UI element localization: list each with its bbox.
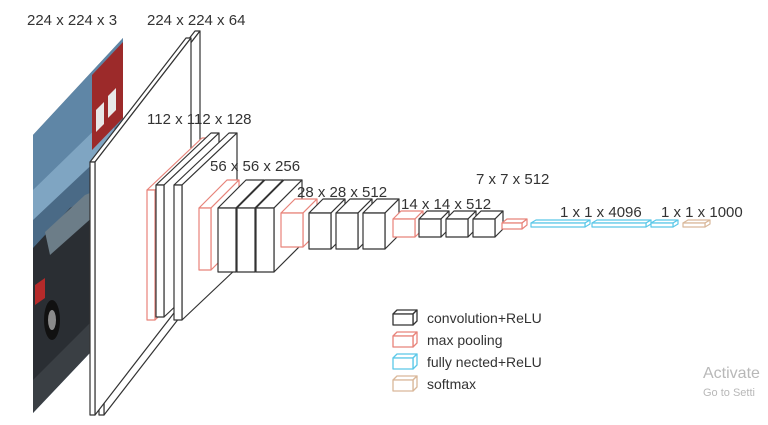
legend-box-fully-connected	[392, 353, 418, 370]
activate-watermark: Activate	[703, 365, 760, 382]
legend-box-convolution	[392, 309, 418, 326]
conv1-block-b	[89, 37, 192, 416]
softmax-block	[682, 219, 711, 228]
legend-label-max-pooling: max pooling	[427, 332, 503, 348]
conv5-block-c	[472, 210, 504, 238]
fc2-block	[591, 219, 652, 228]
legend-label-convolution: convolution+ReLU	[427, 310, 542, 326]
fc-dimension-label: 1 x 1 x 4096	[560, 204, 642, 221]
conv5-block-a	[418, 210, 450, 238]
conv1-dimension-label: 224 x 224 x 64	[147, 12, 246, 29]
legend-box-max-pooling	[392, 331, 418, 348]
fc3-block	[650, 219, 679, 228]
pool5-block	[501, 218, 528, 230]
softmax-dimension-label: 1 x 1 x 1000	[661, 204, 743, 221]
settings-watermark: Go to Setti	[703, 387, 755, 399]
conv3-dimension-label: 56 x 56 x 256	[210, 158, 301, 175]
input-dimension-label: 224 x 224 x 3	[27, 12, 118, 29]
conv5-dimension-label: 14 x 14 x 512	[401, 196, 492, 213]
conv4-dimension-label: 28 x 28 x 512	[297, 184, 388, 201]
conv2-dimension-label: 112 x 112 x 128	[147, 111, 252, 128]
legend-label-fully-connected: fully nected+ReLU	[427, 354, 542, 370]
conv4-block-a	[308, 198, 346, 250]
legend-label-softmax: softmax	[427, 376, 477, 392]
pool5-dimension-label: 7 x 7 x 512	[476, 171, 550, 188]
fc1-block	[530, 219, 591, 228]
legend-box-softmax	[392, 375, 418, 392]
conv5-block-b	[445, 210, 477, 238]
